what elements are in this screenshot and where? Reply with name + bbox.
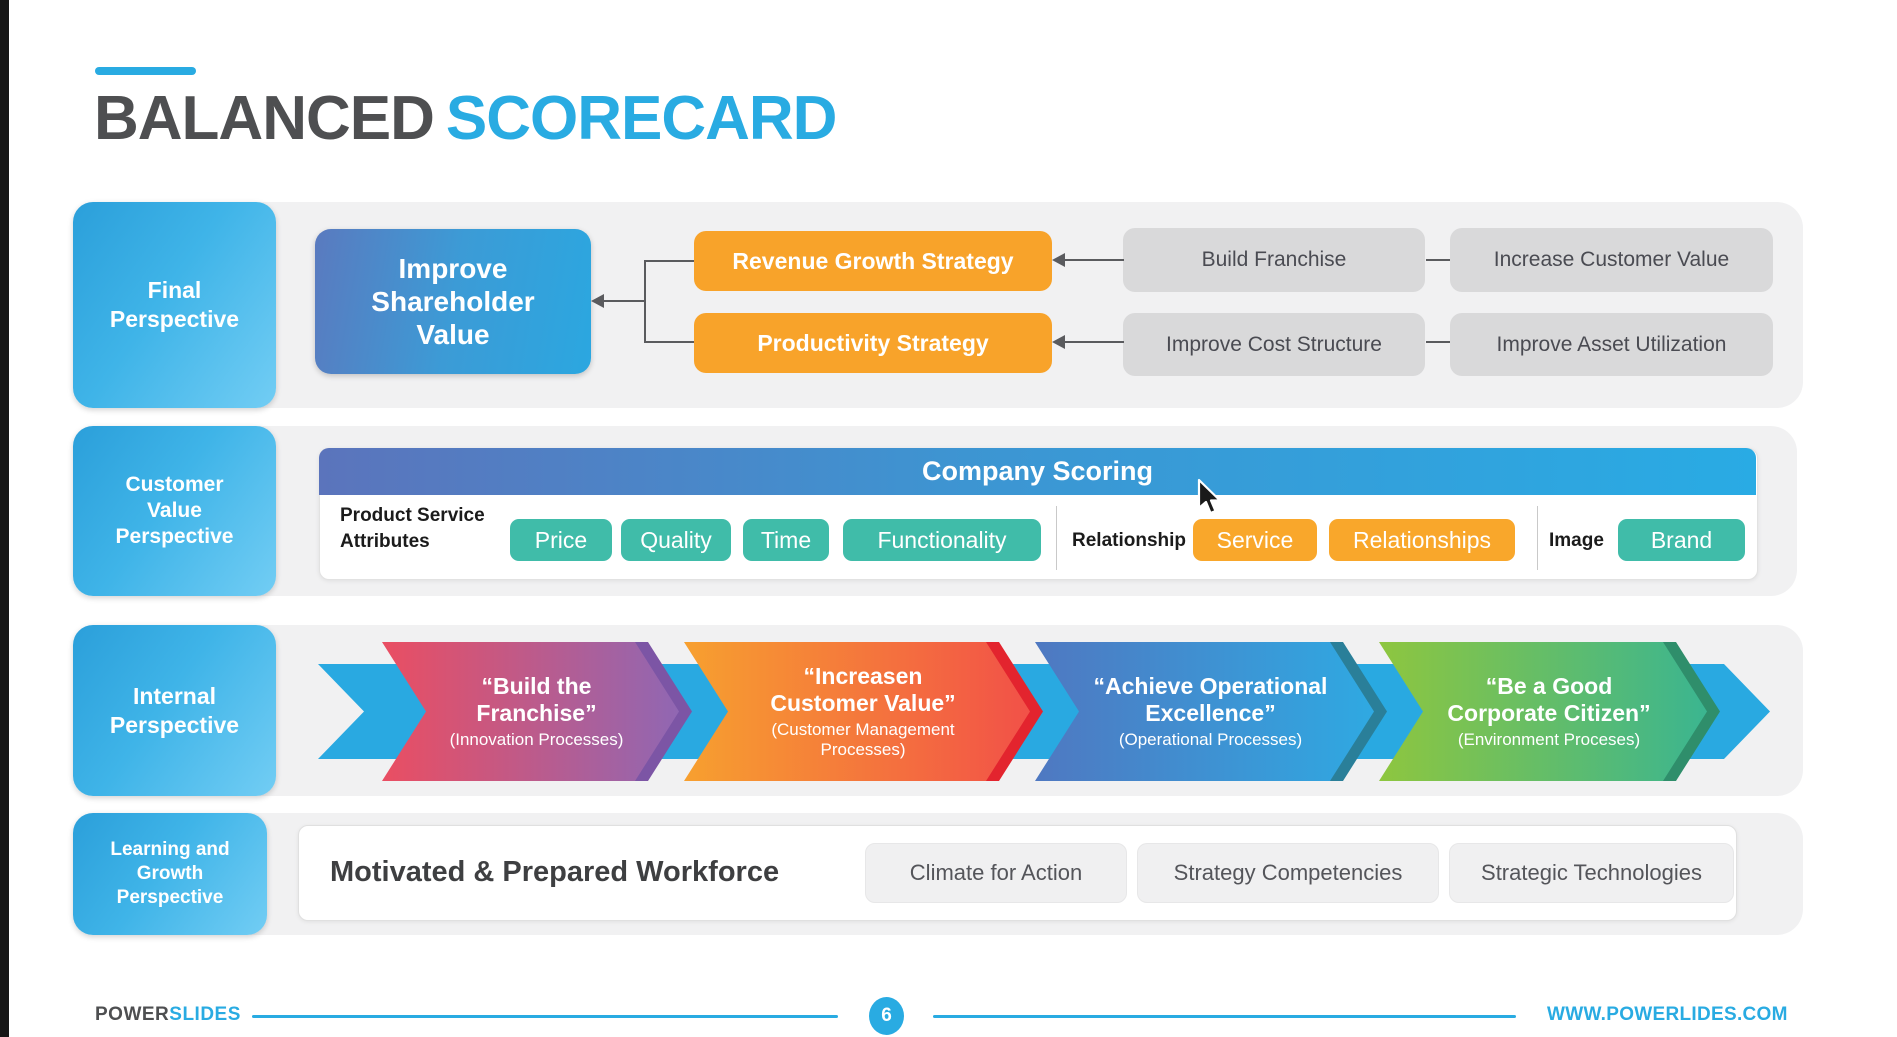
build-the-franchise-chevron[interactable]: “Build the Franchise” (Innovation Proces… bbox=[382, 642, 679, 781]
mouse-cursor-icon bbox=[1196, 478, 1223, 518]
connector-dash bbox=[1426, 259, 1450, 261]
productivity-strategy-box[interactable]: Productivity Strategy bbox=[694, 313, 1052, 373]
achieve-operational-excellence-chevron[interactable]: “Achieve Operational Excellence” (Operat… bbox=[1035, 642, 1374, 781]
page-title-word1: BALANCED bbox=[94, 84, 435, 153]
time-button[interactable]: Time bbox=[743, 519, 829, 561]
increase-customer-value-box[interactable]: Increase Customer Value bbox=[1450, 228, 1773, 292]
group-divider bbox=[1056, 506, 1057, 570]
increase-customer-value-chevron[interactable]: “Increasen Customer Value” (Customer Man… bbox=[684, 642, 1030, 781]
strategic-technologies-button[interactable]: Strategic Technologies bbox=[1449, 843, 1734, 903]
improve-asset-utilization-box[interactable]: Improve Asset Utilization bbox=[1450, 313, 1773, 376]
page-title-word2: SCORECARD bbox=[445, 84, 838, 153]
bracket-bottom-stub bbox=[644, 341, 694, 343]
motivated-prepared-workforce-title: Motivated & Prepared Workforce bbox=[330, 856, 780, 888]
image-label: Image bbox=[1549, 530, 1604, 551]
price-button[interactable]: Price bbox=[510, 519, 612, 561]
connector-line bbox=[603, 300, 646, 302]
chevron-subtitle: (Operational Processes) bbox=[1118, 729, 1303, 749]
chevron-title: “Achieve Operational Excellence” bbox=[1093, 672, 1328, 727]
brand-button[interactable]: Brand bbox=[1618, 519, 1745, 561]
connector-line bbox=[1064, 341, 1124, 343]
chevron-title: “Build the Franchise” bbox=[476, 672, 597, 727]
footer-divider-left bbox=[252, 1015, 838, 1018]
bracket-top-stub bbox=[644, 260, 694, 262]
title-accent-bar bbox=[95, 67, 196, 75]
strategy-competencies-button[interactable]: Strategy Competencies bbox=[1137, 843, 1439, 903]
powerslides-logo: POWERSLIDES bbox=[95, 1004, 241, 1026]
footer-divider-right bbox=[933, 1015, 1516, 1018]
group-divider bbox=[1537, 506, 1538, 570]
quality-button[interactable]: Quality bbox=[621, 519, 731, 561]
chevron-title: “Be a Good Corporate Citizen” bbox=[1447, 672, 1651, 727]
relationship-label: Relationship bbox=[1072, 530, 1187, 551]
arrowhead-icon bbox=[1052, 335, 1065, 349]
functionality-button[interactable]: Functionality bbox=[843, 519, 1041, 561]
website-link[interactable]: WWW.POWERLIDES.COM bbox=[1547, 1004, 1788, 1025]
arrowhead-icon bbox=[1052, 253, 1065, 267]
connector-line bbox=[1064, 259, 1124, 261]
chevron-subtitle: (Environment Proceses) bbox=[1457, 729, 1641, 749]
revenue-growth-strategy-box[interactable]: Revenue Growth Strategy bbox=[694, 231, 1052, 291]
learning-growth-perspective-label[interactable]: Learning and Growth Perspective bbox=[73, 813, 267, 935]
climate-for-action-button[interactable]: Climate for Action bbox=[865, 843, 1127, 903]
improve-shareholder-value-box[interactable]: Improve Shareholder Value bbox=[315, 229, 591, 374]
chevron-subtitle: (Innovation Processes) bbox=[449, 729, 624, 749]
company-scoring-header[interactable]: Company Scoring bbox=[319, 448, 1756, 495]
chevron-title: “Increasen Customer Value” bbox=[770, 662, 956, 717]
final-perspective-label[interactable]: Final Perspective bbox=[73, 202, 276, 408]
customer-value-perspective-label[interactable]: Customer Value Perspective bbox=[73, 426, 276, 596]
chevron-subtitle: (Customer Management Processes) bbox=[771, 719, 955, 760]
brand-light-text: SLIDES bbox=[169, 1004, 241, 1025]
internal-perspective-label[interactable]: Internal Perspective bbox=[73, 625, 276, 796]
screen-edge-strip bbox=[0, 0, 9, 1037]
arrowhead-icon bbox=[591, 294, 604, 308]
connector-dash bbox=[1426, 341, 1450, 343]
build-franchise-box[interactable]: Build Franchise bbox=[1123, 228, 1425, 292]
improve-cost-structure-box[interactable]: Improve Cost Structure bbox=[1123, 313, 1425, 376]
brand-bold-text: POWER bbox=[95, 1004, 170, 1025]
relationships-button[interactable]: Relationships bbox=[1329, 519, 1515, 561]
product-service-attributes-label: Product Service Attributes bbox=[340, 505, 485, 552]
service-button[interactable]: Service bbox=[1193, 519, 1317, 561]
page-number-badge: 6 bbox=[869, 997, 904, 1035]
be-a-good-corporate-citizen-chevron[interactable]: “Be a Good Corporate Citizen” (Environme… bbox=[1379, 642, 1707, 781]
